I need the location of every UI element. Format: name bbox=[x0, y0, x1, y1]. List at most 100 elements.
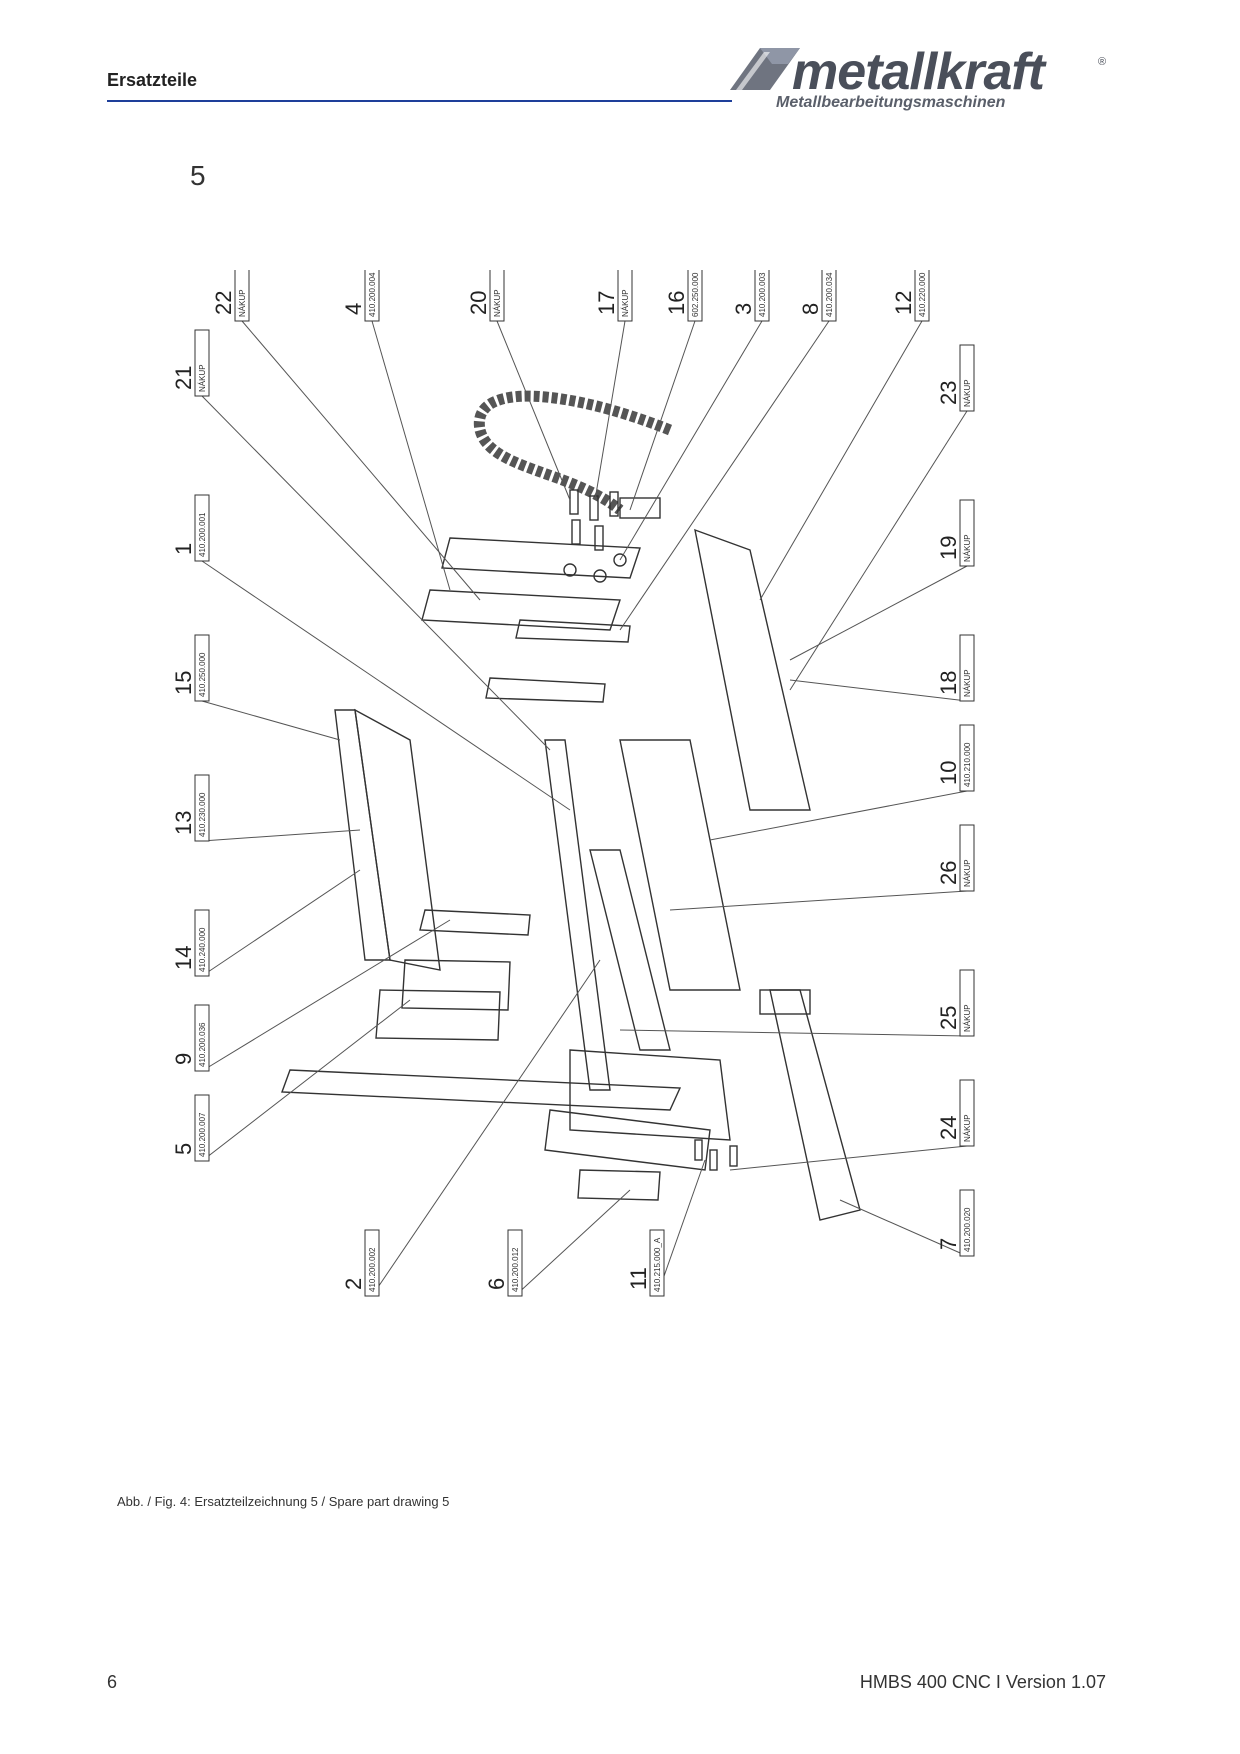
callout-box bbox=[687, 270, 703, 322]
callout-box bbox=[489, 270, 505, 322]
callout-leader-5 bbox=[201, 999, 411, 1162]
callout-leader-16 bbox=[629, 320, 696, 511]
callout-leader-6 bbox=[514, 1189, 631, 1297]
callout-leader-13 bbox=[201, 829, 361, 842]
callout-number: 21 bbox=[171, 366, 196, 390]
callout-box bbox=[959, 969, 975, 1037]
callout-number: 15 bbox=[171, 671, 196, 695]
callout-leader-10 bbox=[709, 790, 968, 841]
callout-number: 14 bbox=[171, 946, 196, 970]
model-version: HMBS 400 CNC I Version 1.07 bbox=[859, 1672, 1106, 1692]
callout-number: 26 bbox=[936, 861, 961, 885]
callout-part-number: NÁKUP bbox=[963, 669, 972, 697]
logo-subtitle: Metallbearbeitungsmaschinen bbox=[776, 94, 1006, 111]
coolant-valve bbox=[619, 497, 661, 519]
callout-box bbox=[959, 824, 975, 892]
callout-number: 16 bbox=[664, 291, 689, 315]
callout-leader-20 bbox=[496, 320, 571, 501]
guide-part-12 bbox=[694, 528, 811, 811]
callout-part-number: 410.200.007 bbox=[198, 1112, 207, 1157]
callout-box bbox=[364, 1229, 380, 1297]
callout-box bbox=[959, 724, 975, 792]
callout-number: 6 bbox=[484, 1278, 509, 1290]
callout-number: 4 bbox=[341, 303, 366, 315]
callout-box bbox=[194, 774, 210, 842]
callout-leader-8 bbox=[619, 320, 830, 631]
callout-box bbox=[914, 270, 930, 322]
callout-box bbox=[194, 1004, 210, 1072]
callout-leader-23 bbox=[789, 410, 968, 691]
callout-box bbox=[617, 270, 633, 322]
callout-part-number: NÁKUP bbox=[238, 289, 247, 317]
bolt-group-bottom bbox=[694, 1139, 738, 1171]
page-number: 6 bbox=[107, 1672, 118, 1692]
callout-part-number: 410.250.000 bbox=[198, 652, 207, 697]
arm-part-2 bbox=[281, 1069, 682, 1111]
callout-number: 10 bbox=[936, 761, 961, 785]
callout-leader-24 bbox=[729, 1145, 968, 1171]
plate-part-6 bbox=[577, 1169, 661, 1201]
callout-leader-21 bbox=[201, 395, 551, 751]
plate-part-9 bbox=[419, 909, 531, 936]
callout-box bbox=[194, 494, 210, 562]
callout-box bbox=[194, 1094, 210, 1162]
logo-registered-mark: ® bbox=[1098, 56, 1107, 68]
callout-number: 24 bbox=[936, 1116, 961, 1140]
callout-leader-18 bbox=[789, 679, 968, 702]
callout-number: 23 bbox=[936, 381, 961, 405]
callout-part-number: 410.200.020 bbox=[963, 1207, 972, 1252]
callout-number: 9 bbox=[171, 1053, 196, 1065]
logo-mark-icon bbox=[730, 48, 800, 90]
callout-number: 20 bbox=[466, 291, 491, 315]
callout-part-number: NÁKUP bbox=[493, 289, 502, 317]
callout-leader-3 bbox=[619, 320, 763, 561]
callout-number: 2 bbox=[341, 1278, 366, 1290]
callout-part-number: 410.200.012 bbox=[511, 1247, 520, 1292]
logo-wordmark: metallkraft bbox=[792, 43, 1045, 101]
callout-part-number: 410.200.001 bbox=[198, 512, 207, 557]
callout-number: 19 bbox=[936, 536, 961, 560]
callout-part-number: NÁKUP bbox=[963, 1114, 972, 1142]
callout-leader-11 bbox=[656, 1159, 706, 1297]
callout-part-number: NÁKUP bbox=[198, 364, 207, 392]
callout-box bbox=[194, 329, 210, 397]
callout-box bbox=[649, 1229, 665, 1297]
callout-box bbox=[959, 634, 975, 702]
base-frame-part-10 bbox=[619, 739, 741, 991]
callout-part-number: 410.220.000 bbox=[918, 272, 927, 317]
callout-part-number: NÁKUP bbox=[963, 859, 972, 887]
callout-box bbox=[507, 1229, 523, 1297]
callout-leader-22 bbox=[241, 320, 481, 601]
coolant-hose bbox=[473, 390, 673, 515]
drawing-number: 5 bbox=[190, 160, 206, 191]
callout-box bbox=[959, 499, 975, 567]
callout-part-number: 410.200.034 bbox=[825, 272, 834, 317]
roller-table-13 bbox=[334, 709, 391, 961]
callout-leader-2 bbox=[371, 959, 601, 1297]
callout-leader-19 bbox=[789, 565, 968, 661]
clamp-plate-8 bbox=[515, 619, 631, 643]
callout-leader-12 bbox=[759, 320, 923, 601]
callout-leader-9 bbox=[201, 919, 451, 1072]
brand-logo: metallkraft ® Metallbearbeitungsmaschine… bbox=[730, 43, 1110, 116]
callout-number: 25 bbox=[936, 1006, 961, 1030]
main-beam-part-1 bbox=[544, 739, 611, 1091]
callout-number: 22 bbox=[211, 291, 236, 315]
channel-part-4 bbox=[421, 589, 621, 631]
callout-part-number: 410.200.036 bbox=[198, 1022, 207, 1067]
